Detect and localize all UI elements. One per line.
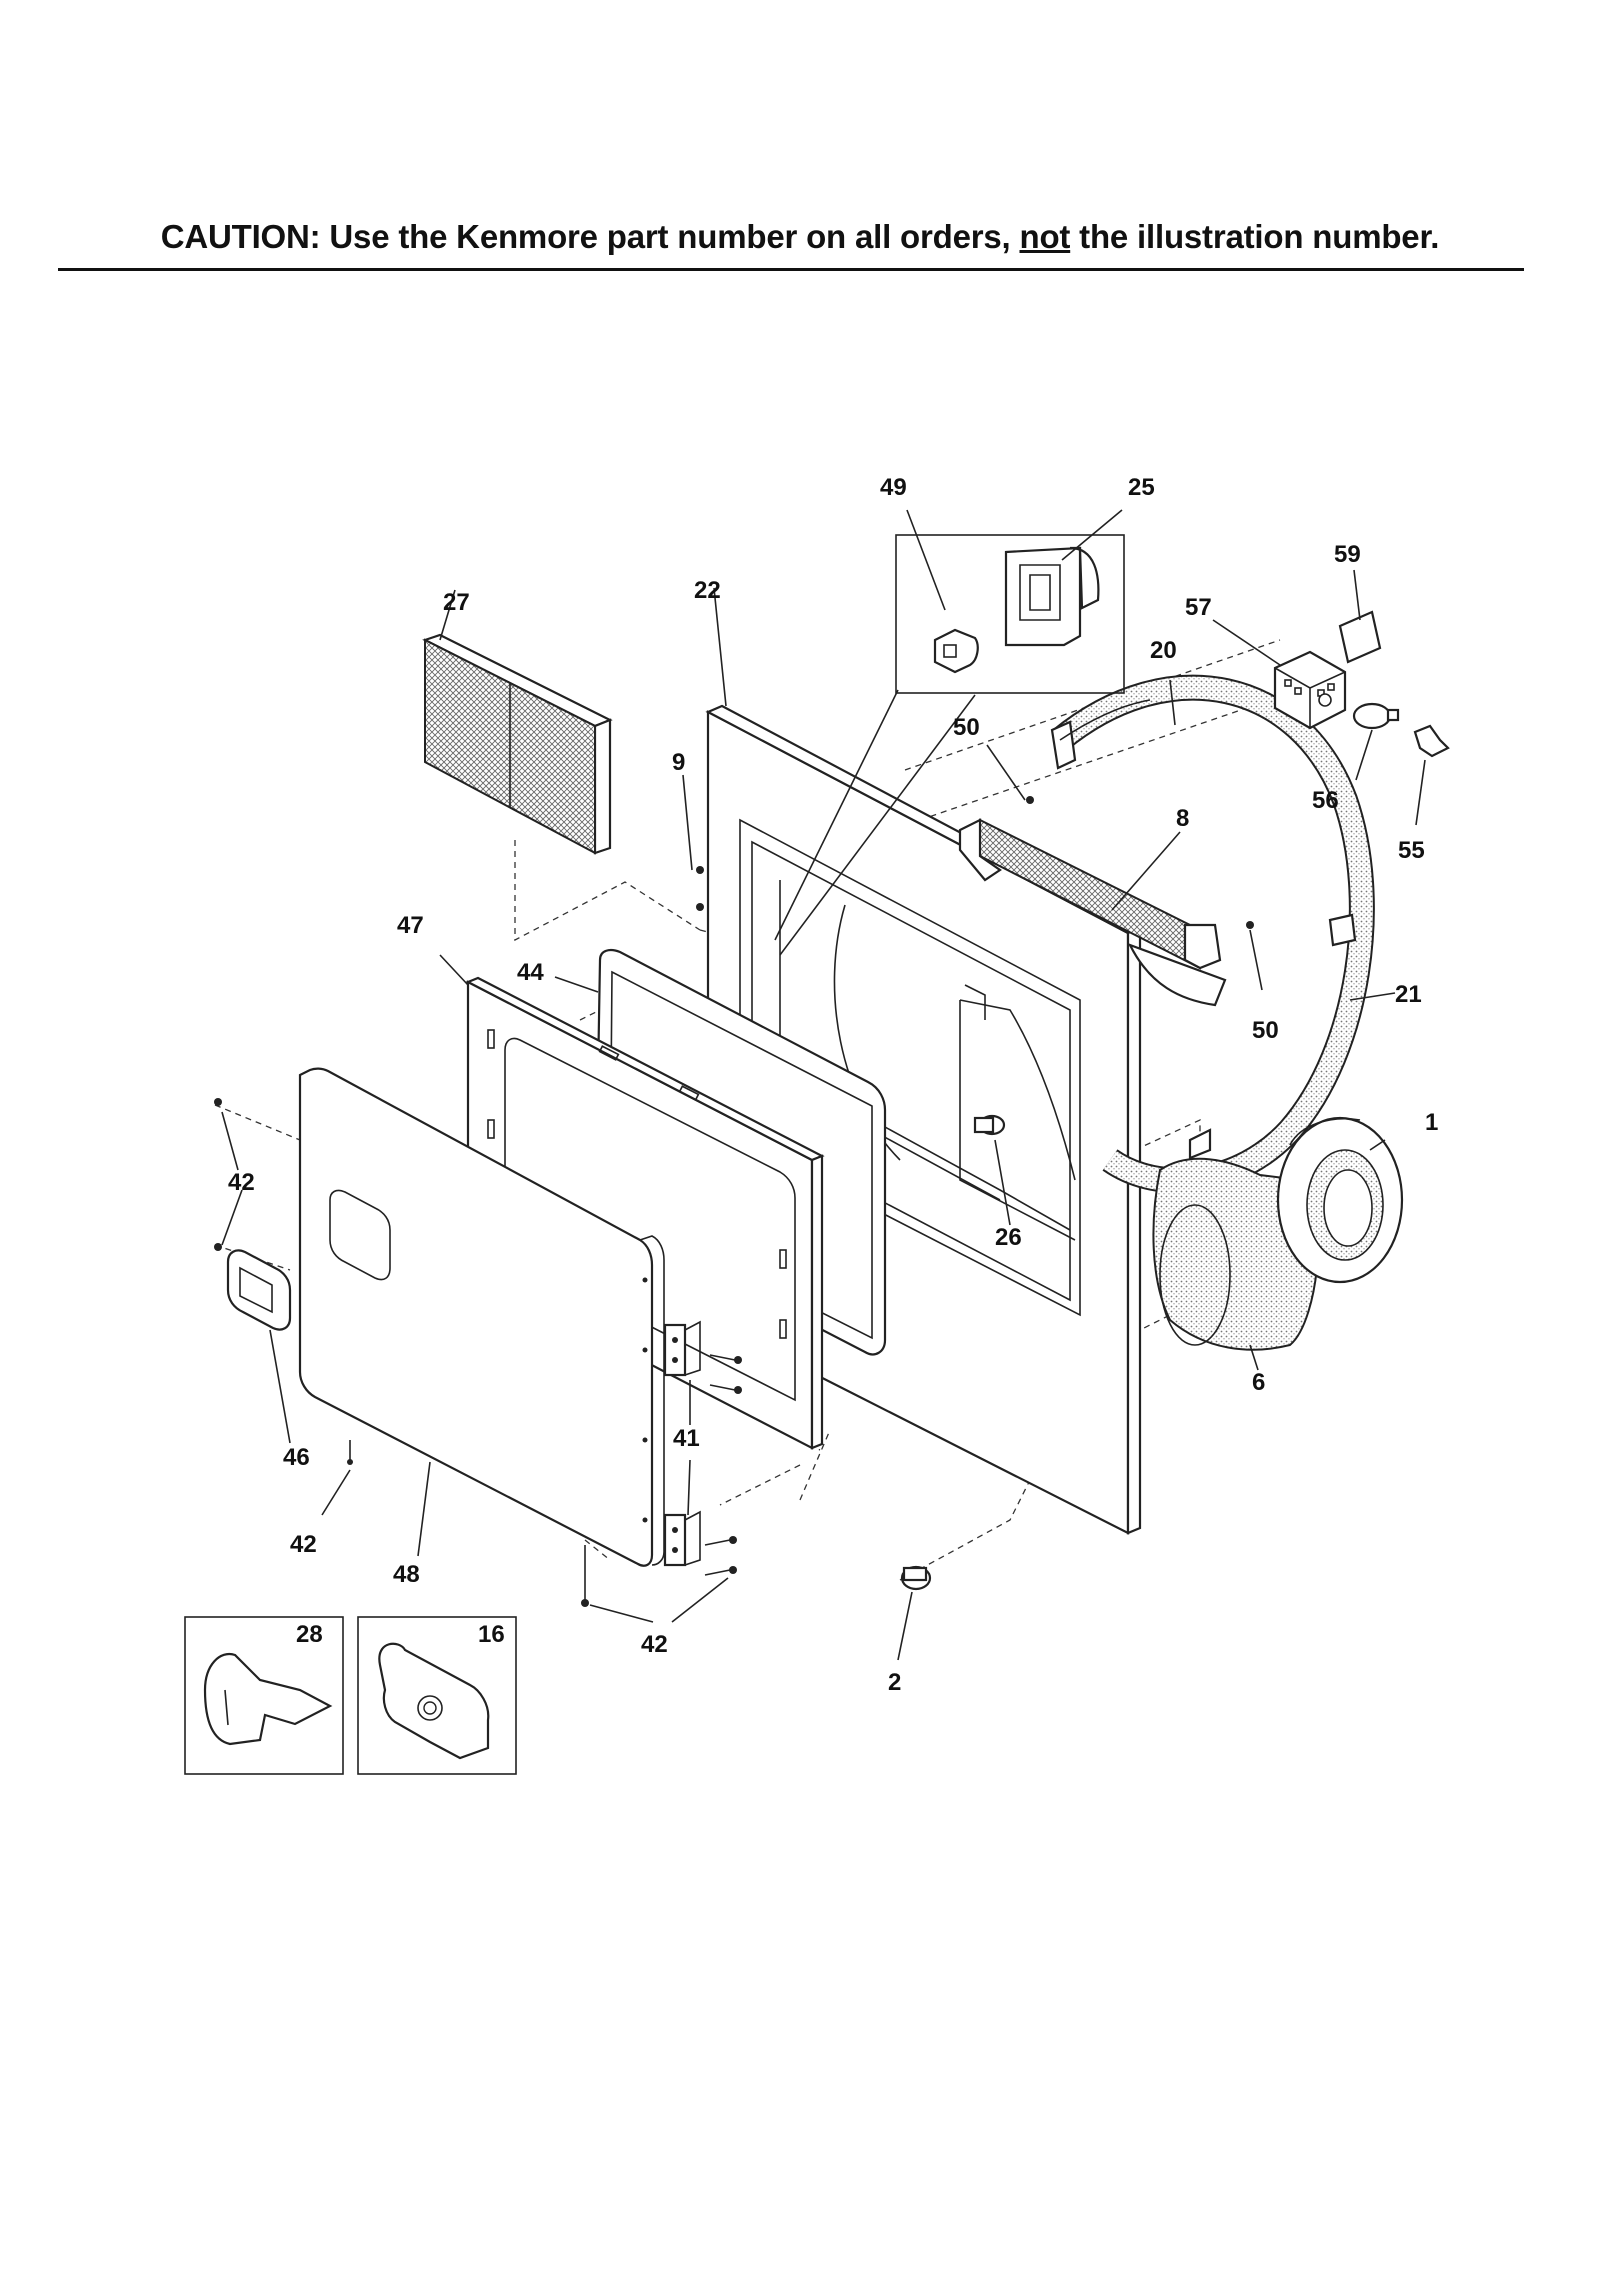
caution-text-start: CAUTION: Use the Kenmore part number on …: [160, 218, 1020, 255]
door-handle-part-46: [226, 1249, 292, 1331]
callout-2: 2: [888, 1669, 901, 1696]
callout-47: 47: [397, 912, 424, 939]
callout-46: 46: [283, 1444, 310, 1471]
duct-seal-part-1: [1276, 1116, 1404, 1284]
detail-inset-parts-49-25: [774, 534, 1125, 956]
header-rule: [58, 268, 1524, 271]
callout-57: 57: [1185, 594, 1212, 621]
lamp-assembly-parts-55-59: [1273, 610, 1450, 758]
callout-50-top: 50: [953, 714, 980, 741]
air-duct-part-6: [1152, 1128, 1320, 1351]
hinges-part-41: [663, 1320, 701, 1567]
callout-49: 49: [880, 474, 907, 501]
callout-16: 16: [478, 1621, 505, 1648]
screws: [214, 796, 1254, 1607]
caution-underlined-word: not: [1019, 218, 1071, 255]
callout-leaders: [221, 509, 1426, 1661]
callout-9: 9: [672, 749, 685, 776]
callout-56: 56: [1312, 787, 1339, 814]
callout-44: 44: [517, 959, 544, 986]
callout-1: 1: [1425, 1109, 1438, 1136]
foot-part-2: [900, 1565, 932, 1591]
callout-22: 22: [694, 577, 721, 604]
callout-20: 20: [1150, 637, 1177, 664]
callout-59: 59: [1334, 541, 1361, 568]
callout-21: 21: [1395, 981, 1422, 1008]
caution-text-end: the illustration number.: [1070, 218, 1440, 255]
callout-25: 25: [1128, 474, 1155, 501]
callout-6: 6: [1252, 1369, 1265, 1396]
callout-8: 8: [1176, 805, 1189, 832]
caution-caption: CAUTION: Use the Kenmore part number on …: [0, 218, 1600, 256]
callout-42-bottom: 42: [290, 1531, 317, 1558]
outer-door-panel-part-48: [298, 1067, 665, 1567]
callout-42-hinge: 42: [641, 1631, 668, 1658]
inner-door-panel-part-47: [465, 976, 825, 1450]
lint-housing-part-8: [958, 818, 1227, 1007]
callout-26: 26: [995, 1224, 1022, 1251]
callout-55: 55: [1398, 837, 1425, 864]
callout-27: 27: [443, 589, 470, 616]
lint-filter-part-27: [422, 633, 613, 855]
callout-42-left: 42: [228, 1169, 255, 1196]
callout-41: 41: [673, 1425, 700, 1452]
bumper-part-26: [964, 984, 1006, 1136]
callout-50-right: 50: [1252, 1017, 1279, 1044]
callout-labels: 1 2 6 8 9 16 20 21 22 25 26 27 28 41 42 …: [228, 474, 1438, 1696]
callout-28: 28: [296, 1621, 323, 1648]
callout-48: 48: [393, 1561, 420, 1588]
detail-inset-parts-28-16: [184, 1616, 517, 1775]
